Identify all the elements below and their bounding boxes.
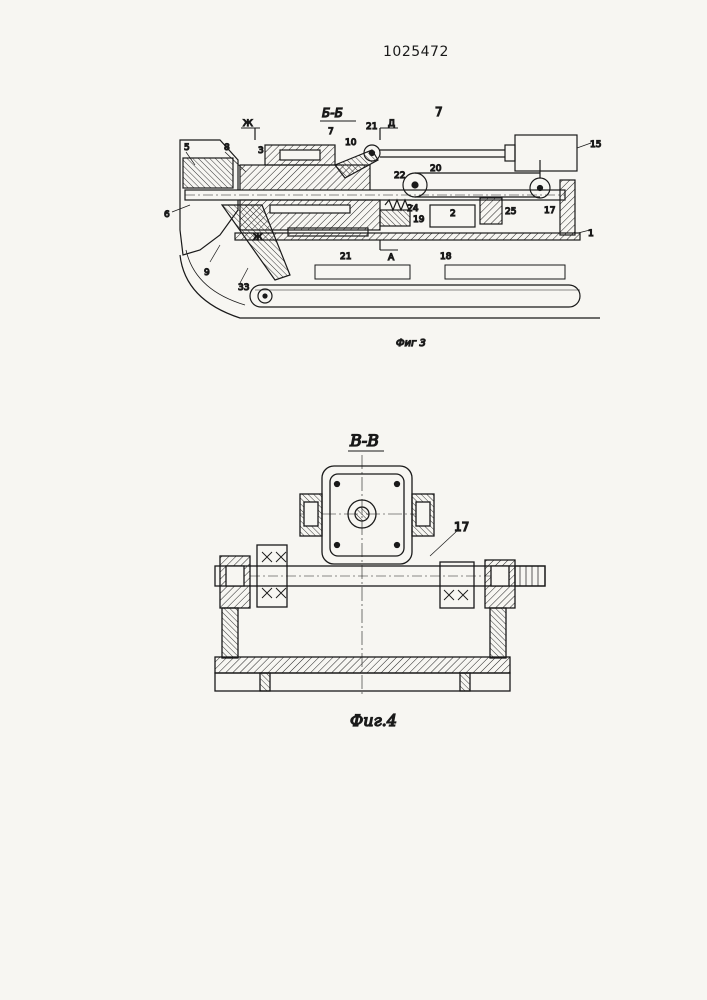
block-19 [380,210,410,226]
svg-text:2: 2 [450,209,456,219]
head-block-5 [183,158,233,188]
svg-text:10: 10 [345,138,357,148]
fig3-section-title: Б-Б [322,106,343,120]
svg-text:33: 33 [238,283,249,293]
svg-text:15: 15 [590,140,601,150]
svg-text:А: А [388,253,395,263]
shaft-end [515,566,545,586]
cylinder-15 [515,135,577,171]
right-frame [560,180,575,235]
svg-text:17: 17 [544,206,555,216]
svg-text:Ж: Ж [253,233,263,243]
svg-text:6: 6 [164,210,170,220]
fig4-section-title: В-В [349,431,379,450]
svg-text:18: 18 [440,252,452,262]
fig3-label-top: 7 [435,105,443,119]
svg-text:22: 22 [394,171,405,181]
svg-text:5: 5 [184,143,190,153]
svg-text:Д: Д [388,119,395,129]
svg-text:9: 9 [204,268,210,278]
svg-text:Ж: Ж [243,119,253,129]
base-beam [215,657,510,673]
stack-25 [480,198,502,224]
figure-3: Б-Б 7 [164,105,601,349]
svg-text:21: 21 [340,252,351,262]
base-plate [235,233,580,240]
svg-text:1: 1 [588,229,594,239]
bearing-right [440,562,474,608]
svg-text:7: 7 [328,127,334,137]
fig3-caption: Фиг 3 [396,338,426,349]
svg-text:21: 21 [366,122,377,132]
leg-left [222,608,238,658]
svg-text:25: 25 [505,207,516,217]
svg-text:19: 19 [413,215,425,225]
figure-4: В-В 17 [215,431,545,730]
svg-text:3: 3 [258,146,264,156]
svg-text:20: 20 [430,164,442,174]
conveyor [250,285,580,307]
svg-text:8: 8 [224,143,230,153]
fig4-label-17: 17 [454,520,469,534]
fig4-caption: Фиг.4 [350,711,397,730]
leg-right [490,608,506,658]
svg-text:24: 24 [407,204,419,214]
